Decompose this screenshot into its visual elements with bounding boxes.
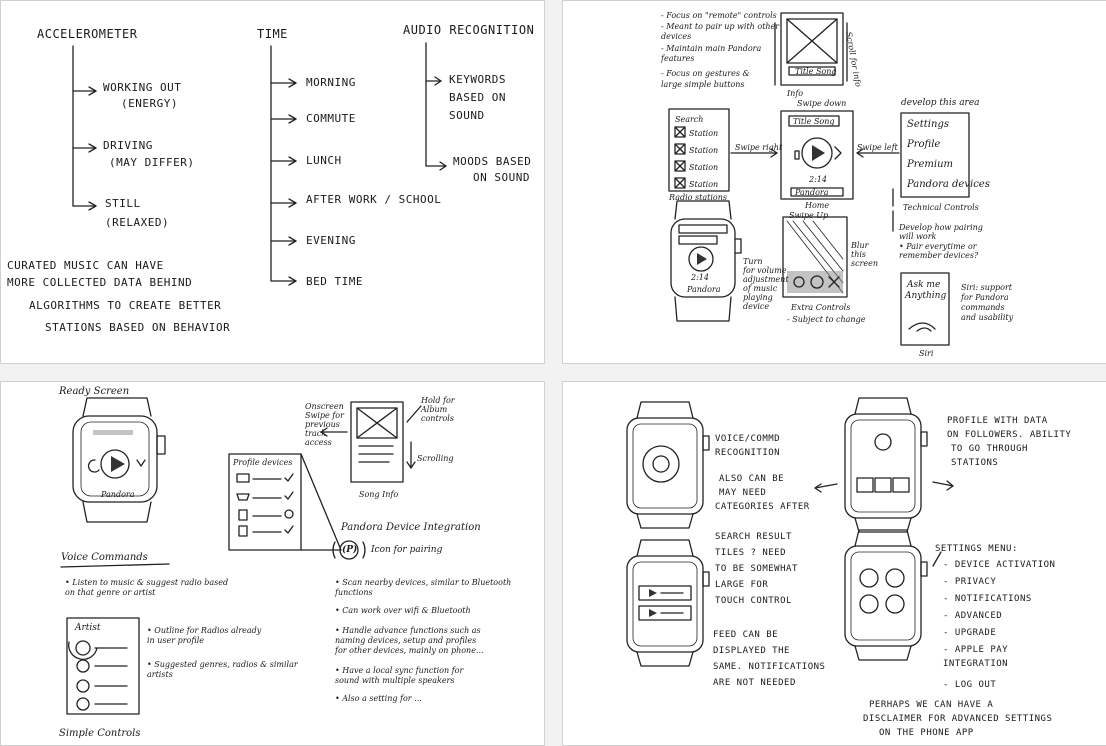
search-label: Search — [675, 115, 704, 124]
driving-label: DRIVING — [103, 139, 153, 152]
device-integration-drawing — [60, 397, 422, 715]
ready-screen-title: Ready Screen — [59, 386, 130, 397]
menu-item-settings: Settings — [907, 119, 949, 130]
develop-area-label: develop this area — [901, 98, 980, 108]
home-title-song: Title Song — [793, 117, 835, 126]
note-line-2: MORE COLLECTED DATA BEHIND — [7, 276, 193, 289]
pairing-label: Icon for pairing — [371, 545, 443, 555]
swipe-right-label: Swipe right — [735, 143, 783, 152]
watch-screens-drawing — [626, 397, 954, 667]
sketch-panel-watch-flow: - Focus on "remote" controls - Meant to … — [562, 0, 1106, 364]
evening-label: EVENING — [306, 234, 356, 247]
morning-label: MORNING — [306, 76, 356, 89]
audio-recognition-heading: AUDIO RECOGNITION — [403, 23, 535, 37]
note-line-3: ALGORITHMS TO CREATE BETTER — [29, 299, 222, 312]
moods-label: MOODS BASED — [453, 155, 532, 168]
relaxed-label: (RELAXED) — [105, 216, 170, 229]
title-song-label: Title Song — [795, 67, 837, 76]
bed-time-label: BED TIME — [306, 275, 363, 288]
may-differ-label: (MAY DIFFER) — [109, 156, 195, 169]
note-line-4: STATIONS BASED ON BEHAVIOR — [45, 321, 231, 334]
info-label: Info — [787, 89, 804, 98]
based-on-label: BASED ON — [449, 91, 506, 104]
working-out-label: WORKING OUT — [103, 81, 182, 94]
simple-controls-title: Simple Controls — [59, 728, 141, 739]
menu-item-premium: Premium — [907, 159, 954, 170]
song-info-label: Song Info — [359, 490, 399, 499]
watch-pandora-label: Pandora — [687, 285, 721, 294]
sound-label: SOUND — [449, 109, 485, 122]
after-work-label: AFTER WORK / SCHOOL — [306, 193, 442, 206]
keywords-label: KEYWORDS — [449, 73, 506, 86]
note-line-1: CURATED MUSIC CAN HAVE — [7, 259, 164, 272]
ready-pandora-label: Pandora — [101, 490, 135, 499]
siri-label: Siri — [919, 349, 934, 358]
scrolling-label: Scrolling — [417, 454, 454, 463]
voice-commands-title: Voice Commands — [61, 552, 148, 563]
settings-menu-title: SETTINGS MENU: — [935, 544, 1018, 554]
subject-change-label: - Subject to change — [787, 315, 866, 324]
time-readout: 2:14 — [809, 175, 827, 184]
on-sound-label: ON SOUND — [473, 171, 530, 184]
extra-controls-label: Extra Controls — [791, 303, 851, 312]
time-heading: TIME — [257, 27, 288, 41]
menu-item-profile: Profile — [907, 139, 941, 150]
home-pandora-label: Pandora — [795, 188, 829, 197]
energy-label: (ENERGY) — [121, 97, 178, 110]
radio-stations-label: Radio stations — [669, 193, 727, 202]
commute-label: COMMUTE — [306, 112, 356, 125]
artist-label: Artist — [75, 623, 101, 633]
sketch-panel-watch-screens: VOICE/COMMD RECOGNITION ALSO CAN BE MAY … — [562, 381, 1106, 746]
station-1: Station — [689, 129, 719, 138]
sketch-panel-context-tree: ACCELEROMETER WORKING OUT (ENERGY) DRIVI… — [0, 0, 545, 364]
sketch-panel-device-integration: Ready Screen Pandora Onscreen Swipe for … — [0, 381, 545, 746]
pairing-icon: (P) — [342, 545, 358, 555]
accelerometer-heading: ACCELEROMETER — [37, 27, 138, 41]
device-integration-title: Pandora Device Integration — [341, 522, 481, 533]
tree-lines — [72, 42, 447, 286]
lunch-label: LUNCH — [306, 154, 342, 167]
swipe-left-label: Swipe left — [857, 143, 898, 152]
station-4: Station — [689, 180, 719, 189]
swipe-up-label: Swipe Up — [789, 211, 829, 220]
station-3: Station — [689, 163, 719, 172]
menu-item-pandora-devices: Pandora devices — [907, 179, 990, 190]
watch-time-readout: 2:14 — [691, 273, 709, 282]
watch-flow-drawing — [668, 12, 970, 346]
anything-label: Anything — [905, 291, 947, 301]
technical-controls-label: Technical Controls — [903, 203, 979, 212]
still-label: STILL — [105, 197, 141, 210]
swipe-down-label: Swipe down — [797, 99, 847, 108]
profile-devices-label: Profile devices — [233, 458, 293, 467]
ask-me-label: Ask me — [907, 280, 941, 290]
home-label: Home — [805, 201, 830, 210]
station-2: Station — [689, 146, 719, 155]
